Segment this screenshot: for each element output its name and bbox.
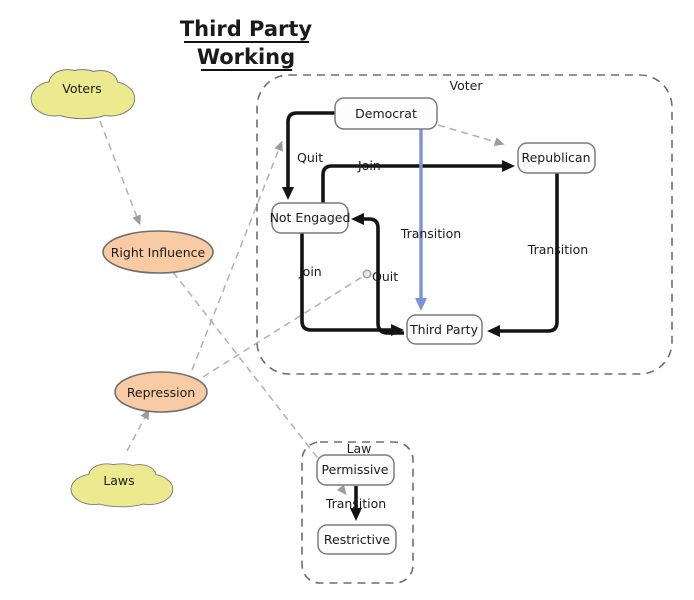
democrat-node [334, 97, 438, 130]
right-influence-concept: Right Influence [102, 230, 214, 274]
law-container-label: Law [347, 441, 372, 456]
title-line1: Third Party [180, 17, 313, 41]
voter-container: Voter [256, 74, 673, 375]
permissive-label: Permissive [322, 462, 389, 477]
edge-labels: Quit Join Join Quit Transition Transitio… [297, 150, 588, 511]
not-engaged-node [271, 202, 349, 234]
edge-notengaged-to-thirdparty [300, 233, 404, 336]
right-influence-label: Right Influence [111, 245, 206, 260]
edge-democrat-to-republican-dashed [437, 124, 505, 147]
republican-node [517, 142, 596, 174]
law-container: Law [301, 441, 414, 584]
join-bottom-label: Join [298, 264, 322, 279]
page-title: Third Party Working [180, 17, 313, 71]
edge-thirdparty-to-notengaged [351, 213, 404, 335]
transition-law-label: Transition [325, 496, 386, 511]
not-engaged-label: Not Engaged [270, 210, 351, 225]
third-party-label: Third Party [409, 322, 479, 337]
democrat-label: Democrat [355, 106, 417, 121]
edge-notengaged-to-republican [321, 160, 515, 203]
restrictive-node [317, 524, 397, 555]
repression-ellipse [114, 371, 208, 413]
voter-states: Democrat Republican Not Engaged Third Pa… [270, 97, 596, 345]
laws-label: Laws [103, 473, 134, 488]
title-line2: Working [197, 45, 295, 69]
quit-bottom-label: Quit [372, 269, 398, 284]
edge-repression-to-quit-label [202, 276, 363, 378]
join-top-label: Join [357, 158, 381, 173]
edge-democrat-to-notengaged [282, 111, 335, 200]
edge-repression-to-quit-transition [191, 140, 283, 371]
right-influence-ellipse [102, 230, 214, 274]
voters-cloud: Voters [30, 69, 136, 120]
third-party-node [406, 314, 483, 345]
laws-cloud-fill [71, 464, 173, 507]
restrictive-label: Restrictive [324, 532, 390, 547]
voters-label: Voters [62, 81, 101, 96]
edge-right-influence-to-law-transition [172, 271, 347, 496]
transition-blue-label: Transition [400, 226, 461, 241]
edge-republican-to-thirdparty [487, 173, 559, 337]
influence-links [99, 120, 505, 496]
laws-cloud: Laws [70, 463, 174, 508]
republican-label: Republican [521, 150, 590, 165]
permissive-node [316, 454, 395, 486]
transition-republican-label: Transition [527, 242, 588, 257]
repression-label: Repression [127, 385, 195, 400]
edge-voters-to-right-influence [99, 120, 141, 226]
repression-concept: Repression [114, 371, 208, 413]
law-container-box [301, 441, 414, 584]
voter-edges [282, 111, 559, 337]
voter-container-label: Voter [450, 78, 484, 93]
voters-cloud-fill [31, 70, 135, 119]
voter-container-box [256, 74, 673, 375]
quit-link-dot [362, 269, 372, 279]
quit-top-label: Quit [297, 150, 323, 165]
edge-laws-to-repression [126, 409, 150, 452]
law-states: Permissive Restrictive [316, 454, 397, 555]
